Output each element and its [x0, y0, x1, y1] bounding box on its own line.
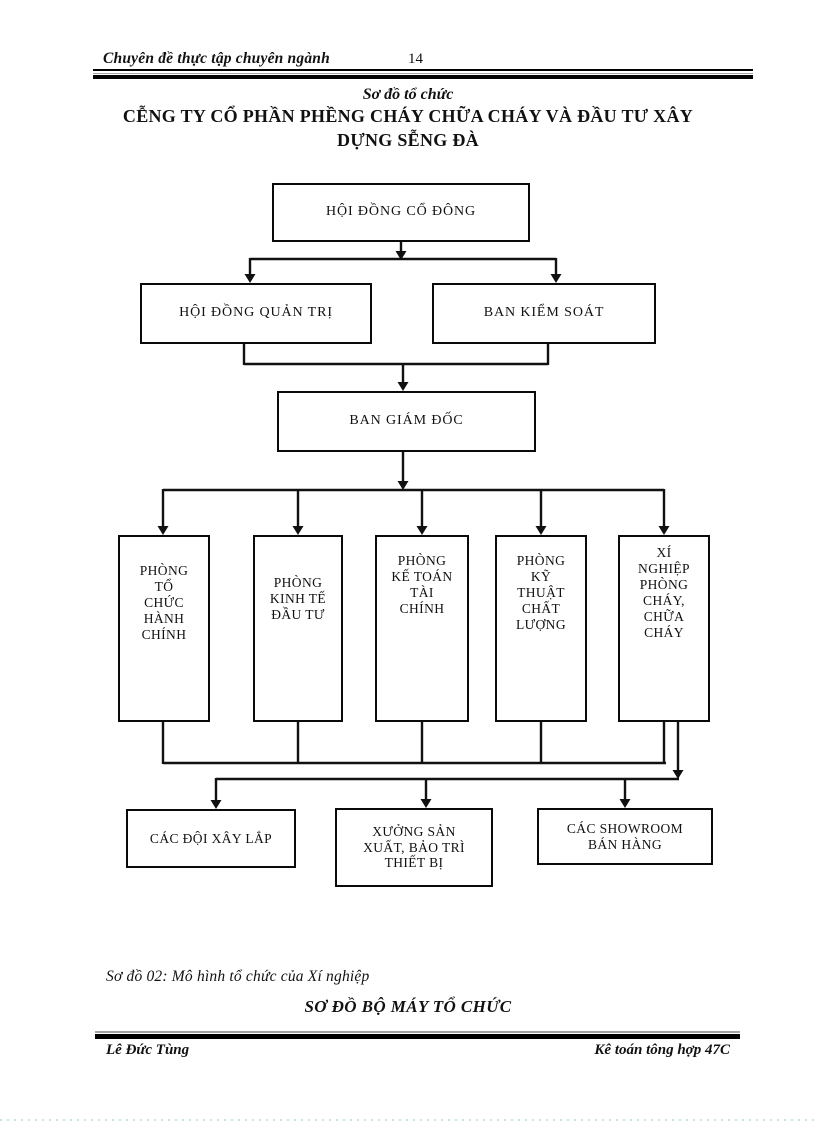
org-node-cac-doi-xay-lap: CÁC ĐỘI XÂY LẮP [126, 809, 296, 868]
org-node-xuong-san-xuat-bao-tri-thiet-bi: XƯỞNG SẢN XUẤT, BẢO TRÌ THIẾT BỊ [335, 808, 493, 887]
diagram-title: SƠ ĐỒ BỘ MÁY TỔ CHỨC [304, 997, 512, 1016]
footer-rule-thick [95, 1034, 740, 1039]
footer-author: Lê Đức Tùng [106, 1042, 190, 1058]
org-node-phong-to-chuc-hanh-chinh: PHÒNG TỔ CHỨC HÀNH CHÍNH [118, 535, 210, 722]
org-node-phong-kinh-te-dau-tu: PHÒNG KINH TẾ ĐẦU TƯ [253, 535, 343, 722]
org-node-hoi-dong-co-dong: HỘI ĐỒNG CỔ ĐÔNG [272, 183, 530, 242]
org-node-phong-ky-thuat-chat-luong: PHÒNG KỸ THUẬT CHẤT LƯỢNG [495, 535, 587, 722]
header-title: Chuyên đề thực tập chuyên ngành [103, 50, 330, 67]
header-rule-thin [93, 69, 753, 71]
org-node-ban-giam-doc: BAN GIÁM ĐỐC [277, 391, 536, 452]
company-title: CỄNG TY CỔ PHẦN PHỀNG CHÁY CHỮA CHÁY VÀ … [122, 106, 694, 150]
org-node-ban-kiem-soat: BAN KIỂM SOÁT [432, 283, 656, 344]
footer-class-name: Kê toán tông hợp 47C [594, 1042, 730, 1058]
header-page-number: 14 [408, 51, 423, 67]
chart-subtitle: Sơ đồ tổ chức [362, 86, 454, 103]
figure-caption: Sơ đồ 02: Mô hình tổ chức của Xí nghiệp [106, 968, 370, 985]
org-node-hoi-dong-quan-tri: HỘI ĐỒNG QUẢN TRỊ [140, 283, 372, 344]
header-rule-gray [93, 73, 753, 74]
org-node-phong-ke-toan-tai-chinh: PHÒNG KẾ TOÁN TÀI CHÍNH [375, 535, 469, 722]
page-bottom-dotted-line [0, 1119, 816, 1121]
footer-rule-gray [95, 1031, 740, 1033]
header-rule-thick [93, 75, 753, 79]
org-node-cac-showroom-ban-hang: CÁC SHOWROOM BÁN HÀNG [537, 808, 713, 865]
org-node-xi-nghiep-phong-chay-chua-chay: XÍ NGHIỆP PHÒNG CHÁY, CHỮA CHÁY [618, 535, 710, 722]
